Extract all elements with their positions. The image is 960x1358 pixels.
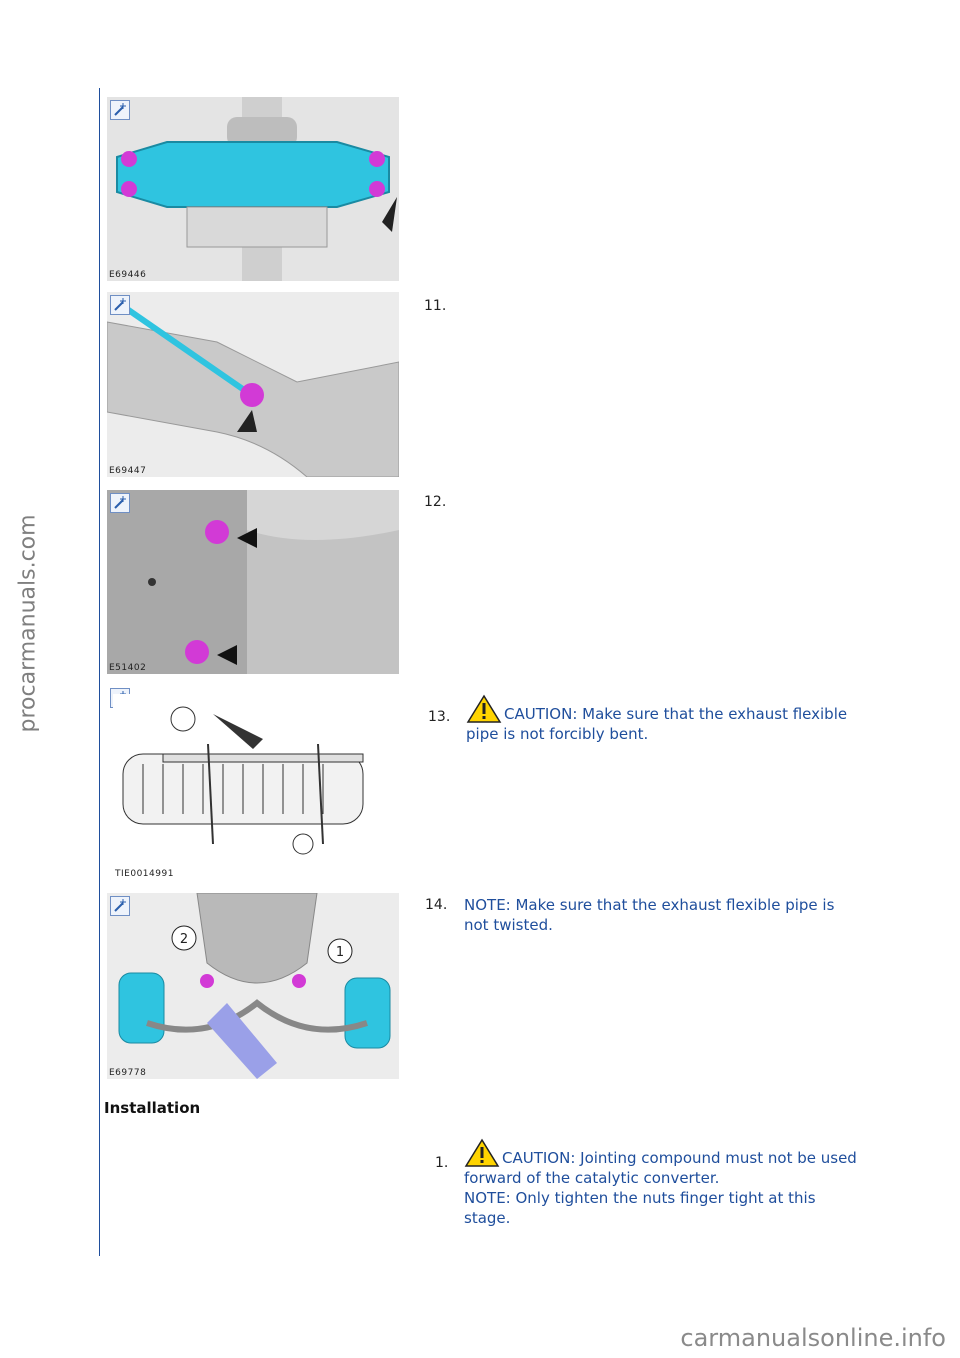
figure-code: E69447 — [109, 466, 147, 476]
note-text-continued: not twisted. — [464, 916, 553, 934]
figure-flex-pipe: TIE0014991 — [113, 694, 407, 880]
figure-rear-mounts: 2 1 E69778 — [107, 893, 399, 1079]
figure-code: E69446 — [109, 270, 147, 280]
step-number: 1. — [435, 1155, 449, 1171]
figure-code: TIE0014991 — [115, 869, 174, 879]
caution-text: CAUTION: Make sure that the exhaust flex… — [504, 705, 848, 723]
step-number: 14. — [425, 897, 448, 913]
step-number: 11. — [424, 298, 447, 314]
svg-text:2: 2 — [180, 932, 188, 947]
figure-crossmember: E69446 — [107, 97, 399, 281]
side-watermark: procarmanuals.com — [15, 514, 41, 733]
caution-text-continued: forward of the catalytic converter. — [464, 1169, 720, 1187]
figure-exhaust-clamp: E69447 — [107, 292, 399, 477]
section-heading: Installation — [104, 1099, 201, 1117]
step-text: CAUTION: Jointing compound must not be u… — [464, 1138, 874, 1228]
warning-triangle-icon — [466, 694, 502, 724]
caution-text-continued: pipe is not forcibly bent. — [466, 725, 649, 743]
caution-text: CAUTION: Jointing compound must not be u… — [502, 1149, 857, 1167]
svg-text:1: 1 — [336, 945, 344, 960]
zoom-icon[interactable] — [110, 100, 130, 120]
bottom-watermark: carmanualsonline.info — [680, 1324, 946, 1352]
figure-heatshield-bolts: E51402 — [107, 490, 399, 674]
step-number: 13. — [428, 709, 451, 725]
step-text: NOTE: Make sure that the exhaust flexibl… — [464, 895, 874, 935]
zoom-icon[interactable] — [110, 493, 130, 513]
left-margin-rule — [99, 88, 100, 1256]
zoom-icon[interactable] — [110, 295, 130, 315]
note-text-continued: stage. — [464, 1209, 511, 1227]
figure-code: E51402 — [109, 663, 147, 673]
zoom-icon[interactable] — [110, 896, 130, 916]
step-text: CAUTION: Make sure that the exhaust flex… — [466, 694, 876, 744]
figure-code: E69778 — [109, 1068, 147, 1078]
warning-triangle-icon — [464, 1138, 500, 1168]
step-number: 12. — [424, 494, 447, 510]
note-text: NOTE: Only tighten the nuts finger tight… — [464, 1189, 816, 1207]
note-text: NOTE: Make sure that the exhaust flexibl… — [464, 896, 835, 914]
